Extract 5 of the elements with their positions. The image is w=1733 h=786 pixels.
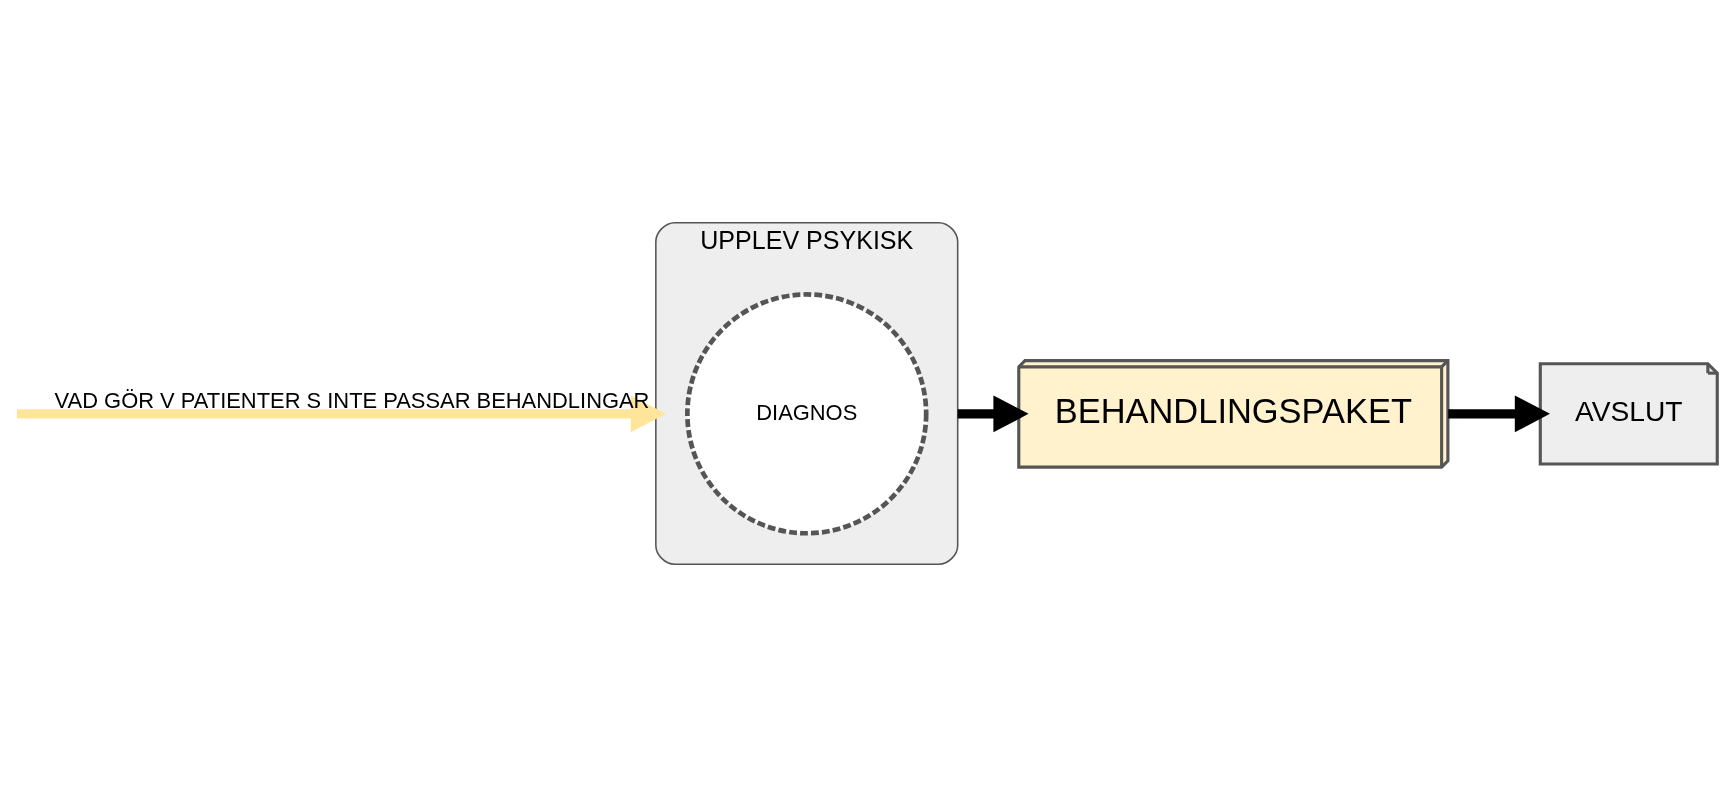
node-circle: DIAGNOS [685, 291, 929, 536]
edge-label: VAD GÖR V PATIENTER S INTE PASSAR BEHANDLINGAR [54, 387, 650, 413]
arrow [957, 394, 1029, 432]
arrow [17, 394, 666, 432]
arrow [1448, 394, 1550, 432]
